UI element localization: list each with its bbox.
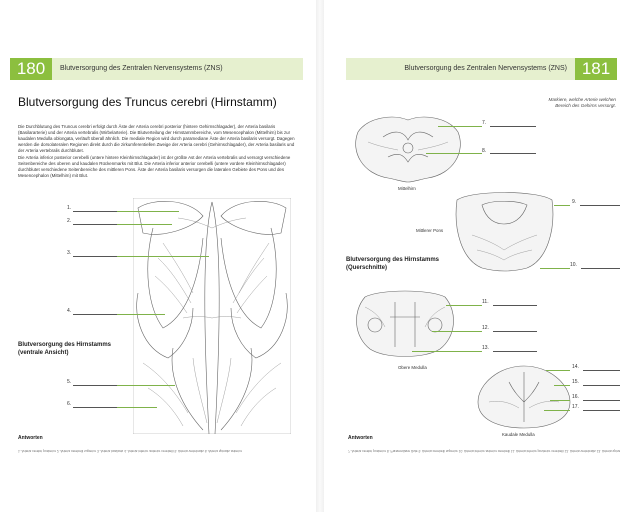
kaudale-medulla-section-illustration xyxy=(477,365,571,429)
left-answers-heading: Antworten xyxy=(18,435,43,441)
right-header-title: Blutversorgung des Zentralen Nervensyste… xyxy=(404,65,567,72)
right-page: Blutversorgung des Zentralen Nervensyste… xyxy=(324,0,640,512)
label-17: 17. xyxy=(572,404,579,410)
leader-line-13 xyxy=(412,351,482,352)
label-mittlerer-pons: Mittlerer Pons xyxy=(416,228,444,233)
answer-line-12[interactable] xyxy=(493,331,537,332)
leader-line-11 xyxy=(446,305,482,306)
leader-line-15 xyxy=(554,385,570,386)
body-paragraph-1: Die Durchblutung des Truncus cerebri erf… xyxy=(18,124,295,153)
right-answers-heading: Antworten xyxy=(348,435,373,441)
answer-line-14[interactable] xyxy=(583,370,620,371)
answer-line-9[interactable] xyxy=(580,205,620,206)
answer-line-11[interactable] xyxy=(493,305,537,306)
mittelhirn-section-illustration xyxy=(355,116,461,183)
answer-line-1[interactable] xyxy=(73,211,117,212)
leader-line-6 xyxy=(117,407,157,408)
obere-medulla-section-illustration xyxy=(356,290,454,357)
answer-line-8[interactable] xyxy=(490,153,536,154)
answer-line-6[interactable] xyxy=(73,407,117,408)
leader-line-4 xyxy=(117,314,165,315)
body-text: Die Durchblutung des Truncus cerebri erf… xyxy=(18,124,300,180)
right-page-number: 181 xyxy=(575,58,617,80)
label-11: 11. xyxy=(482,299,489,305)
label-10: 10. xyxy=(570,262,577,268)
leader-line-17 xyxy=(544,410,570,411)
answer-line-4[interactable] xyxy=(73,314,117,315)
leader-line-1 xyxy=(117,211,179,212)
label-8: 8. xyxy=(482,148,487,154)
leader-line-2 xyxy=(117,224,172,225)
instruction-note: Markiere, welche Arterie welchen Bereich… xyxy=(548,97,617,108)
mittlerer-pons-section-illustration xyxy=(455,192,554,272)
answer-line-17[interactable] xyxy=(583,410,620,411)
leader-line-14 xyxy=(546,370,570,371)
label-13: 13. xyxy=(482,345,489,351)
body-paragraph-2: Die Arteria inferior posterior cerebelli… xyxy=(18,155,291,178)
page-title: Blutversorgung des Truncus cerebri (Hirn… xyxy=(18,95,277,109)
answer-line-15[interactable] xyxy=(583,385,620,386)
label-9: 9. xyxy=(572,199,577,205)
left-figure-caption: Blutversorgung des Hirnstamms (ventrale … xyxy=(18,342,112,356)
leader-line-8 xyxy=(426,153,482,154)
leader-line-12 xyxy=(432,331,482,332)
left-page: 180 Blutversorgung des Zentralen Nervens… xyxy=(0,0,316,512)
book-gutter xyxy=(316,0,324,512)
right-answers-text: 7. Arteria cerebri posterior 8. Paramedi… xyxy=(348,449,620,453)
label-5: 5. xyxy=(67,379,72,385)
label-mittelhirn: Mittelhirn xyxy=(398,186,416,191)
answer-line-16[interactable] xyxy=(583,400,620,401)
label-15: 15. xyxy=(572,379,579,385)
right-figure-caption: Blutversorgung des Hirnstamms (Querschni… xyxy=(346,257,440,271)
label-kaudale-medulla: Kaudale Medulla xyxy=(502,432,535,437)
left-answers-text: 1. Arteria cerebri posterior 2. Arteria … xyxy=(18,449,242,453)
answer-line-3[interactable] xyxy=(73,256,117,257)
left-header-title: Blutversorgung des Zentralen Nervensyste… xyxy=(60,65,223,72)
label-16: 16. xyxy=(572,394,579,400)
left-page-number: 180 xyxy=(10,58,52,80)
label-3: 3. xyxy=(67,250,72,256)
answer-line-13[interactable] xyxy=(493,351,537,352)
left-header: 180 Blutversorgung des Zentralen Nervens… xyxy=(10,58,303,80)
leader-line-3 xyxy=(117,256,209,257)
label-14: 14. xyxy=(572,364,579,370)
label-4: 4. xyxy=(67,308,72,314)
label-12: 12. xyxy=(482,325,489,331)
label-obere-medulla: Obere Medulla xyxy=(398,365,427,370)
label-6: 6. xyxy=(67,401,72,407)
leader-line-10 xyxy=(540,268,570,269)
answer-line-7[interactable] xyxy=(490,126,536,127)
leader-line-7 xyxy=(438,126,482,127)
answer-line-5[interactable] xyxy=(73,385,117,386)
brainstem-ventral-illustration xyxy=(133,198,291,434)
label-2: 2. xyxy=(67,218,72,224)
leader-line-16 xyxy=(550,400,570,401)
right-header: Blutversorgung des Zentralen Nervensyste… xyxy=(346,58,617,80)
label-1: 1. xyxy=(67,205,72,211)
leader-line-9 xyxy=(554,205,570,206)
label-7: 7. xyxy=(482,120,487,126)
answer-line-10[interactable] xyxy=(581,268,620,269)
leader-line-5 xyxy=(117,385,175,386)
answer-line-2[interactable] xyxy=(73,224,117,225)
